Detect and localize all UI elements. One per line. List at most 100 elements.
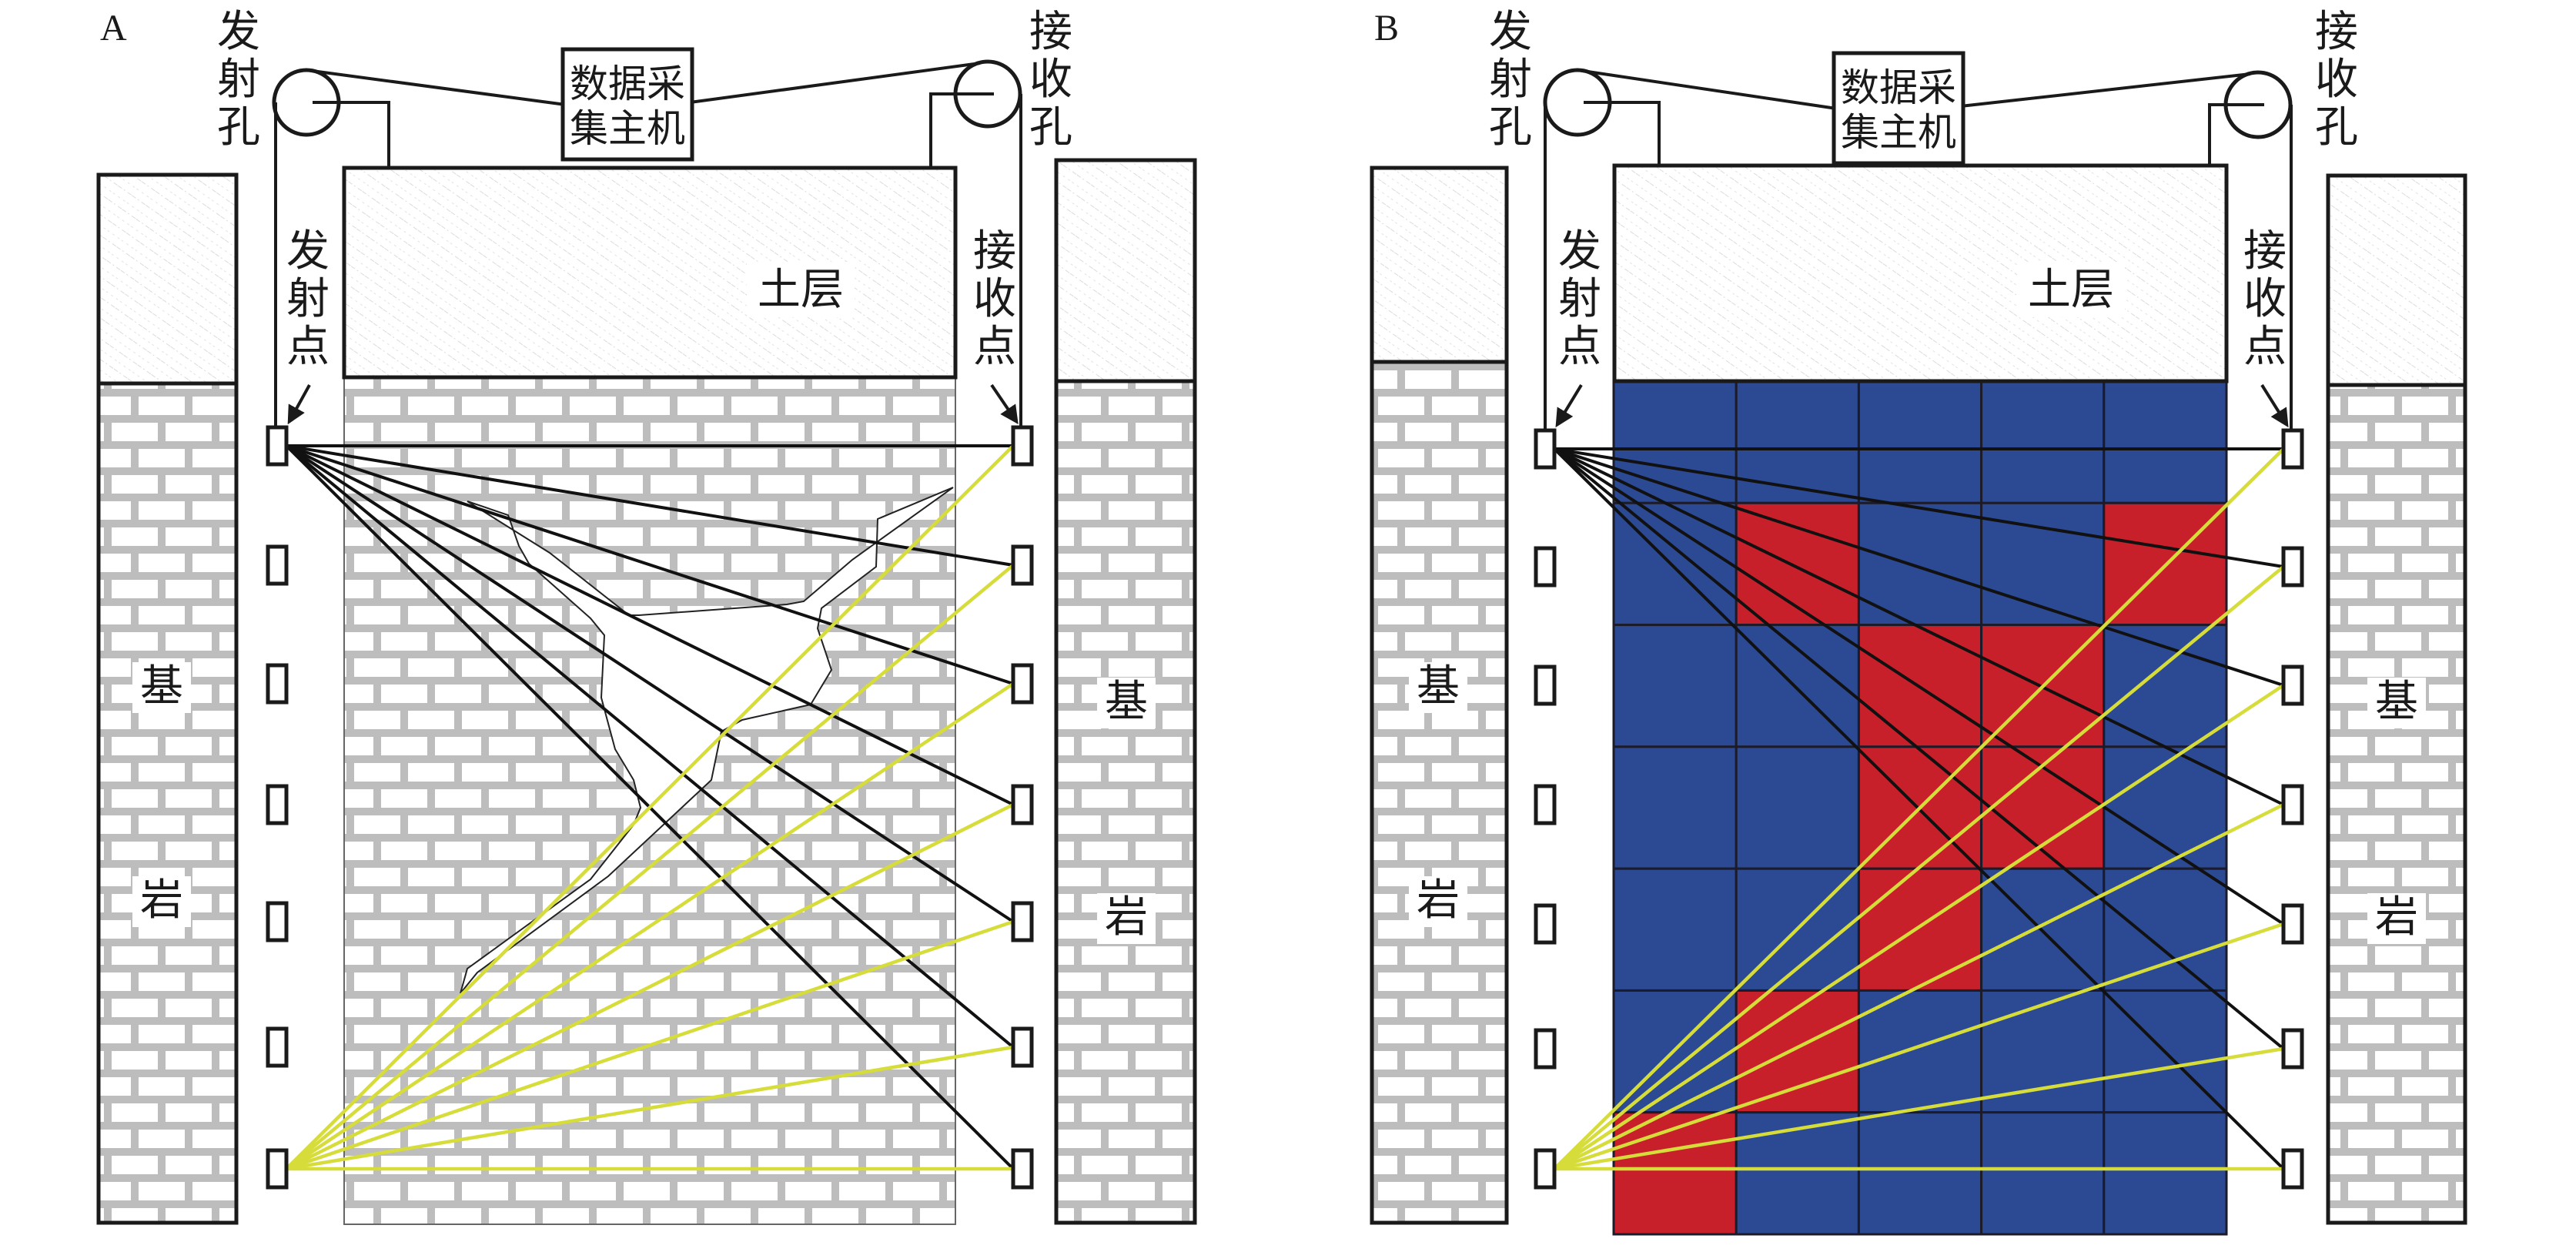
bedrock-label: 基 <box>140 661 183 711</box>
emitter-probe <box>266 1148 289 1190</box>
ray-black-5 <box>285 444 1015 1049</box>
soil-layer <box>1612 163 2229 383</box>
label-backing <box>1409 662 1467 713</box>
ray-yellow-2 <box>1553 684 2285 1170</box>
receive-hole-label-char: 孔 <box>2315 102 2358 152</box>
receive-hole-label-char: 接 <box>2315 7 2358 57</box>
grid-cell-normal <box>1980 1111 2106 1236</box>
label-backing <box>747 262 855 317</box>
host-label-line1: 数据采 <box>570 62 685 106</box>
receive-hole-label-char: 收 <box>1029 55 1072 105</box>
emit-hole-label-char: 射 <box>217 55 260 105</box>
emitter-probe <box>1534 1028 1557 1070</box>
grid-cell-normal <box>1735 624 1860 748</box>
pulley-support-right <box>929 92 994 168</box>
emit-point-arrow <box>287 384 311 425</box>
ray-yellow-0 <box>1553 447 2285 1170</box>
emit-hole-label-char: 射 <box>1489 55 1532 105</box>
grid-cell-anomaly <box>1857 867 1983 992</box>
panel-letter: A <box>100 8 127 49</box>
bedrock-label: 岩 <box>2375 892 2418 942</box>
receiver-probe <box>1011 663 1034 705</box>
ray-black-2 <box>1554 447 2284 687</box>
grid-cell-normal <box>2103 380 2228 504</box>
receiver-probe <box>2281 1148 2304 1190</box>
emitter-probe <box>266 663 289 705</box>
emit-point-label-char: 射 <box>286 274 330 324</box>
ray-black-1 <box>286 444 1014 567</box>
grid-cell-anomaly <box>1612 1111 1738 1236</box>
grid-cell-normal <box>2103 624 2228 748</box>
emit-point-arrow <box>1555 383 1583 428</box>
emitter-probe <box>1534 1148 1557 1190</box>
fracture-zone <box>460 487 954 994</box>
ray-yellow-1 <box>1553 565 2285 1170</box>
pillar-outline-left <box>96 172 239 1225</box>
emit-point-label-char: 发 <box>1558 226 1601 276</box>
receive-hole-label-char: 收 <box>2315 55 2358 105</box>
pulley-support-left <box>1584 101 1661 166</box>
receive-point-label-char: 收 <box>973 274 1016 324</box>
receiver-probe <box>2281 1028 2304 1070</box>
grid-cell-normal <box>1857 501 1983 627</box>
panel-letter: B <box>1374 8 1399 49</box>
grid-cell-normal <box>2103 867 2228 992</box>
grid-cell-normal <box>1612 867 1738 992</box>
soil-layer-label: 土层 <box>758 265 844 315</box>
pulley-support-left <box>313 101 390 168</box>
ray-yellow-0 <box>285 444 1015 1170</box>
host-label-line2: 集主机 <box>1841 110 1956 155</box>
emitter-probe <box>266 784 289 825</box>
bedrock-pillar-right <box>2328 385 2465 1223</box>
ray-black-3 <box>286 444 1014 806</box>
grid-cell-normal <box>1612 745 1738 870</box>
receiver-probe <box>2281 546 2304 588</box>
receive-hole-label-char: 孔 <box>1029 102 1072 152</box>
label-backing <box>1409 876 1467 927</box>
ray-black-4 <box>285 444 1015 923</box>
receiver-probe <box>1011 425 1034 467</box>
emit-point-label-char: 射 <box>1558 274 1601 324</box>
ray-yellow-4 <box>1554 922 2284 1171</box>
emitter-probe <box>266 1026 289 1068</box>
ray-yellow-5 <box>1554 1046 2284 1171</box>
label-backing <box>132 662 191 713</box>
receiver-probe <box>1011 784 1034 825</box>
emitter-probe <box>1534 784 1557 825</box>
data-acquisition-host <box>1832 51 1965 166</box>
pillar-outline-right <box>2326 173 2467 1225</box>
receive-hole-label-char: 接 <box>1029 7 1072 57</box>
emitter-probe <box>1534 664 1557 706</box>
grid-cell-normal <box>1612 380 1738 504</box>
emitter-probe <box>266 544 289 586</box>
emitter-probe <box>266 901 289 942</box>
receiver-probe <box>1011 901 1034 942</box>
emitter-probe <box>1534 903 1557 945</box>
ray-black-2 <box>286 444 1014 685</box>
grid-cell-anomaly <box>1735 501 1860 627</box>
grid-cell-normal <box>1612 624 1738 748</box>
emit-point-label-char: 点 <box>286 322 330 372</box>
grid-cell-normal <box>1980 380 2106 504</box>
host-label-line1: 数据采 <box>1841 65 1956 110</box>
receive-point-label-char: 点 <box>2243 322 2287 372</box>
bedrock-pillar-right <box>1056 381 1195 1223</box>
bedrock-label: 岩 <box>1417 875 1460 926</box>
data-acquisition-host <box>560 47 694 162</box>
bedrock-pillar-left <box>1372 362 1507 1223</box>
host-label-line2: 集主机 <box>570 106 685 151</box>
emitter-probe <box>1534 428 1557 470</box>
ray-yellow-1 <box>285 564 1015 1170</box>
cable-to-host-left <box>1577 69 1835 110</box>
cable-to-host-left <box>306 69 564 106</box>
emit-hole-label-char: 发 <box>1489 7 1532 57</box>
grid-cell-normal <box>1857 1111 1983 1236</box>
emit-point-label-char: 点 <box>1558 322 1601 372</box>
emit-hole-label-char: 发 <box>217 7 260 57</box>
pulley-support-right <box>2208 103 2264 166</box>
label-backing <box>132 876 191 927</box>
